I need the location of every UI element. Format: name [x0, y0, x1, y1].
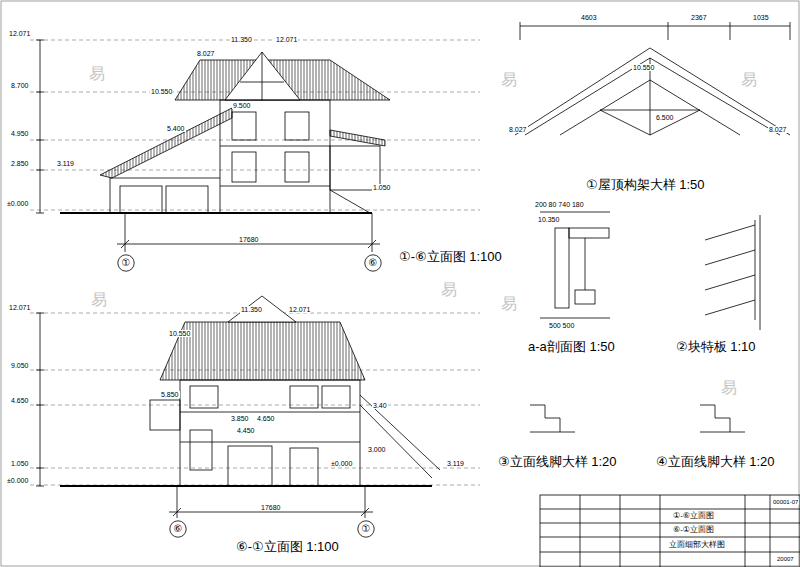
view-title: ④立面线脚大样 1:20 — [655, 455, 776, 468]
dimension-text: 3.000 — [367, 446, 387, 453]
dimension-text: 10.550 — [168, 330, 191, 337]
dimension-text: 12.071 — [275, 36, 298, 43]
view-title: ①屋顶构架大样 1:50 — [585, 178, 706, 191]
axis-bubble: ⑥ — [169, 520, 187, 538]
dimension-text: 12.071 — [8, 30, 31, 37]
dimension-text: 2.850 — [10, 160, 30, 167]
watermark: 易 — [740, 72, 758, 88]
view-title: a-a剖面图 1:50 — [527, 340, 616, 353]
axis-bubble: ① — [117, 254, 135, 272]
axis-bubble: ① — [357, 520, 375, 538]
dimension-text: 17680 — [238, 236, 259, 243]
title-block-text: ①-⑥立面图 — [672, 512, 715, 520]
dimension-text: 10.550 — [632, 64, 655, 71]
dimension-text: 4.450 — [236, 427, 256, 434]
axis-number: ⑥ — [364, 254, 382, 272]
dimension-text: 5.850 — [160, 391, 180, 398]
dimension-text: 4.650 — [10, 397, 30, 404]
view-title: ①-⑥立面图 1:100 — [398, 250, 503, 263]
dimension-text: 4603 — [580, 14, 598, 21]
dimension-text: 8.027 — [768, 126, 788, 133]
dimension-text: ±0.000 — [6, 477, 29, 484]
title-block-text: 立面细部大样图 — [668, 541, 726, 549]
dimension-text: ±0.000 — [6, 200, 29, 207]
dimension-text: 9.050 — [10, 362, 30, 369]
watermark: 易 — [720, 380, 738, 396]
dimension-text: 1.050 — [372, 184, 392, 191]
axis-number: ① — [357, 520, 375, 538]
watermark: 易 — [90, 292, 108, 308]
dimension-text: 11.350 — [230, 36, 253, 43]
dimension-text: 3.40 — [372, 402, 388, 409]
watermark: 易 — [440, 282, 458, 298]
dimension-text: 12.071 — [8, 304, 31, 311]
axis-bubble: ⑥ — [364, 254, 382, 272]
axis-number: ⑥ — [169, 520, 187, 538]
axis-number: ① — [117, 254, 135, 272]
dimension-text: ±0.000 — [330, 460, 353, 467]
dimension-text: 8.700 — [10, 82, 30, 89]
dimension-text: 12.071 — [288, 306, 311, 313]
view-title: ②块特板 1:10 — [675, 340, 757, 353]
watermark: 易 — [500, 72, 518, 88]
dimension-text: 4.650 — [256, 415, 276, 422]
title-block-text: ⑥-①立面图 — [672, 526, 715, 534]
dimension-text: 6.500 — [655, 114, 675, 121]
dimension-text: 8.027 — [508, 126, 528, 133]
dimension-text: 200 80 740 180 — [534, 201, 585, 208]
dimension-text: 4.950 — [10, 130, 30, 137]
dimension-text: 3.850 — [230, 415, 250, 422]
title-block-text: 20007 — [776, 556, 795, 562]
dimension-text: 8.027 — [196, 50, 216, 57]
dimension-text: 1035 — [752, 14, 770, 21]
dimension-text: 17680 — [260, 504, 281, 511]
dimension-text: 9.500 — [232, 102, 252, 109]
dimension-text: 3.119 — [446, 460, 465, 467]
dimension-text: 10.550 — [150, 88, 173, 95]
dimension-text: 10.350 — [537, 216, 560, 223]
watermark: 易 — [88, 66, 106, 82]
dimension-text: 11.350 — [240, 306, 263, 313]
dimension-text: 500 500 — [548, 322, 575, 329]
watermark: 易 — [500, 296, 518, 312]
view-title: ⑥-①立面图 1:100 — [235, 540, 340, 553]
dimension-text: 1.050 — [10, 460, 30, 467]
title-block-text: 00001-07 — [772, 499, 799, 505]
dimension-text: 5.400 — [166, 125, 186, 132]
dimension-text: 3.119 — [56, 160, 75, 167]
view-title: ③立面线脚大样 1:20 — [497, 455, 618, 468]
dimension-text: 2367 — [690, 14, 708, 21]
